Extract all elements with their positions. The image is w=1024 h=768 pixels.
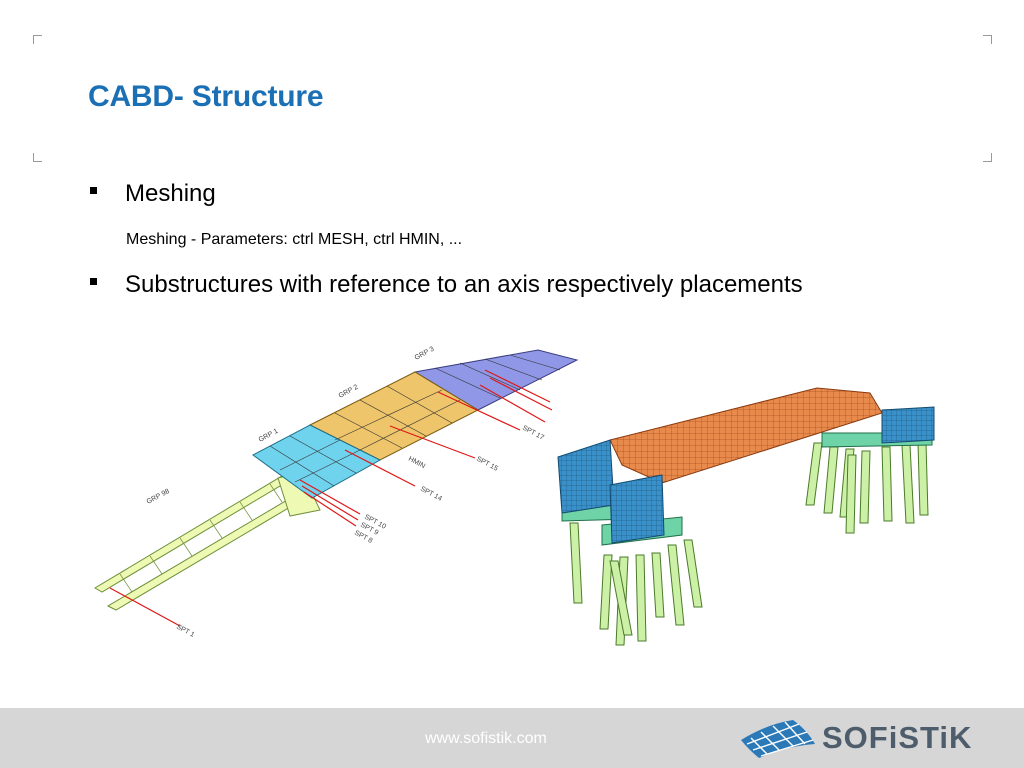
corner-mark-bottom-right: [983, 153, 992, 162]
sofistik-logo-text: SOFiSTiK: [822, 720, 973, 755]
label-grp2: GRP 2: [338, 384, 360, 400]
abutment-wall-front: [609, 474, 665, 544]
label-grp98: GRP 98: [146, 488, 171, 506]
label-grp1: GRP 1: [258, 428, 280, 444]
label-spt17: SPT 17: [521, 425, 545, 442]
corner-mark-top-right: [983, 35, 992, 44]
square-bullet-icon: [90, 278, 97, 285]
bullet-text: Substructures with reference to an axis …: [125, 271, 803, 298]
abutment-wall-left: [557, 439, 615, 514]
bullet-subtext: Meshing - Parameters: ctrl MESH, ctrl HM…: [126, 231, 463, 248]
footer-bar: www.sofistik.com SOFiSTiK: [0, 708, 1024, 768]
sofistik-mesh-logo-icon: [741, 720, 815, 758]
label-spt14: SPT 14: [419, 486, 443, 503]
bullet-text: Meshing: [125, 180, 216, 207]
piles-right: [805, 442, 929, 534]
footer-website-link[interactable]: www.sofistik.com: [425, 730, 547, 747]
corner-mark-bottom-left: [33, 153, 42, 162]
deck-mesh: [609, 387, 883, 484]
piles-left: [569, 522, 703, 646]
corner-mark-top-left: [33, 35, 42, 44]
square-bullet-icon: [90, 187, 97, 194]
label-grp3: GRP 3: [414, 346, 436, 362]
label-spt1: SPT 1: [175, 624, 195, 639]
bullet-item-meshing: Meshing: [90, 180, 216, 208]
slide-title: CABD- Structure: [88, 80, 324, 113]
deck-group-1: [252, 424, 382, 499]
label-spt15: SPT 15: [475, 456, 499, 473]
abutment-wall-right: [881, 406, 935, 444]
bridge-groups-figure: GRP 3 GRP 2 GRP 1 GRP 98 SPT 17 SPT 15 H…: [94, 346, 579, 639]
bullet-item-substructures: Substructures with reference to an axis …: [90, 271, 803, 299]
label-hmin: HMIN: [407, 456, 426, 471]
meshed-bridge-figure: [557, 387, 935, 646]
approach-beam-left: [94, 475, 292, 593]
approach-beam-right: [106, 495, 304, 611]
